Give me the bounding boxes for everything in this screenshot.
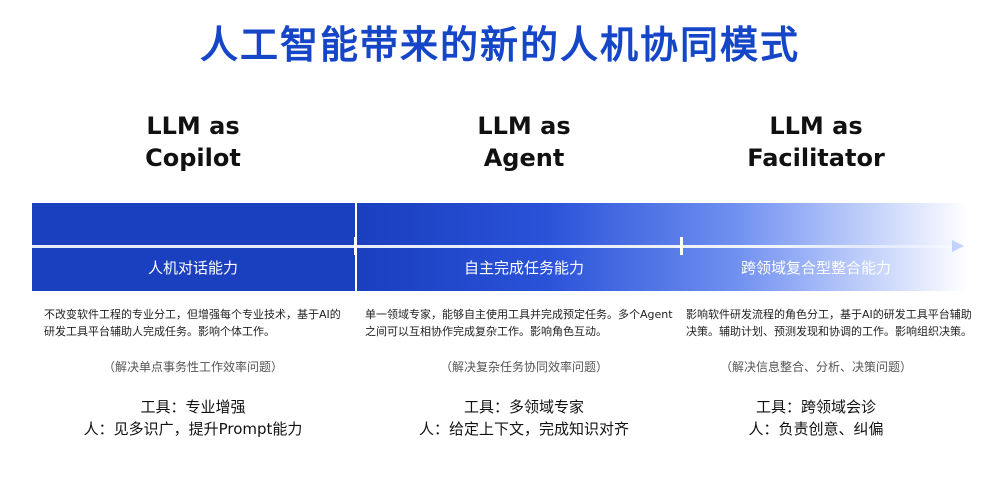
person-facilitator: 人：负责创意、纠偏: [748, 420, 884, 438]
timeline-line: [32, 245, 968, 248]
problem-note-copilot: （解决单点事务性工作效率问题）: [102, 360, 283, 374]
tool-agent: 工具：多领域专家: [463, 398, 584, 416]
band-label-facilitator: 跨领域复合型整合能力: [740, 259, 891, 277]
column-title-agent: LLM as Agent: [374, 110, 674, 174]
person-agent: 人：给定上下文，完成知识对齐: [418, 420, 629, 438]
problem-note-facilitator: （解决信息整合、分析、决策问题）: [719, 360, 912, 374]
description-facilitator: 影响软件研发流程的角色分工，基于AI的研发工具平台辅助 决策。辅助计划、预测发现…: [686, 306, 972, 340]
description-line: 决策。辅助计划、预测发现和协调的工作。影响组织决策。: [686, 325, 972, 338]
page-title: 人工智能带来的新的人机协同模式: [199, 23, 800, 67]
column-title-line2: Copilot: [145, 144, 241, 172]
tool-facilitator: 工具：跨领域会诊: [755, 398, 876, 416]
description-line: 影响软件研发流程的角色分工，基于AI的研发工具平台辅助: [686, 308, 972, 321]
problem-note-agent: （解决复杂任务协同效率问题）: [439, 360, 608, 374]
timeline-tick: [354, 237, 357, 255]
tool-copilot: 工具：专业增强: [140, 398, 246, 416]
description-line: 单一领域专家，能够自主使用工具并完成预定任务。多个Agent: [365, 308, 673, 321]
band-label-agent: 自主完成任务能力: [463, 259, 584, 277]
column-title-line2: Agent: [483, 144, 565, 172]
column-title-line1: LLM as: [146, 112, 240, 140]
timeline-tick: [680, 237, 683, 255]
column-title-line1: LLM as: [769, 112, 863, 140]
column-title-line2: Facilitator: [747, 144, 885, 172]
description-line: 研发工具平台辅助人完成任务。影响个体工作。: [44, 325, 275, 338]
column-title-line1: LLM as: [477, 112, 571, 140]
description-copilot: 不改变软件工程的专业分工，但增强每个专业技术，基于AI的 研发工具平台辅助人完成…: [44, 306, 341, 340]
timeline-arrow-icon: [952, 240, 964, 252]
column-title-copilot: LLM as Copilot: [43, 110, 343, 174]
band-label-copilot: 人机对话能力: [147, 259, 238, 277]
description-line: 之间可以互相协作完成复杂工作。影响角色互动。: [365, 325, 607, 338]
description-agent: 单一领域专家，能够自主使用工具并完成预定任务。多个Agent 之间可以互相协作完…: [365, 306, 673, 340]
person-copilot: 人：见多识广，提升Prompt能力: [83, 420, 303, 438]
column-title-facilitator: LLM as Facilitator: [666, 110, 966, 174]
description-line: 不改变软件工程的专业分工，但增强每个专业技术，基于AI的: [44, 308, 341, 321]
